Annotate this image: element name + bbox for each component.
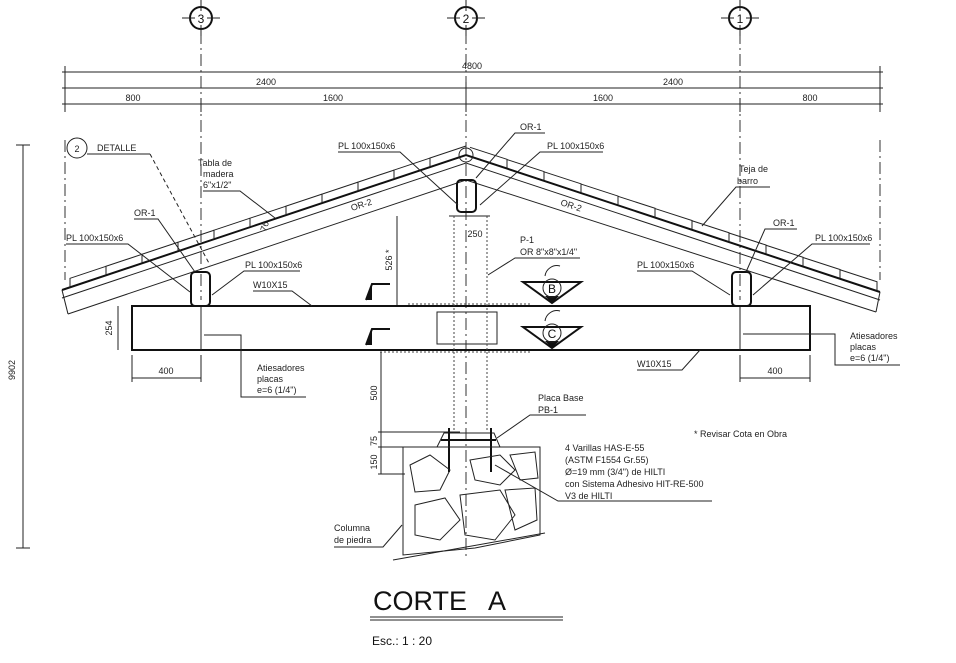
roof-tile	[839, 269, 878, 291]
svg-text:Atiesadores: Atiesadores	[257, 363, 305, 373]
svg-text:Esc.: 1 : 20: Esc.: 1 : 20	[372, 634, 432, 648]
svg-text:6"x1/2": 6"x1/2"	[203, 180, 231, 190]
svg-text:Placa Base: Placa Base	[538, 393, 584, 403]
svg-text:OR-1: OR-1	[134, 208, 156, 218]
svg-text:OR-1: OR-1	[773, 218, 795, 228]
svg-text:526 *: 526 *	[384, 249, 394, 271]
cut-markers	[365, 283, 390, 346]
svg-text:PB-1: PB-1	[538, 405, 558, 415]
svg-text:2400: 2400	[663, 77, 683, 87]
svg-text:250: 250	[467, 229, 482, 239]
roof-tile	[249, 205, 287, 228]
roof: OR-2 OR-2 76	[61, 145, 881, 315]
base-plate	[436, 428, 501, 472]
roof-tile	[765, 244, 804, 267]
svg-text:Atiesadores: Atiesadores	[850, 331, 898, 341]
svg-text:Columna: Columna	[334, 523, 370, 533]
svg-text:75: 75	[369, 436, 379, 446]
roof-tile	[357, 169, 395, 192]
roof-tile	[393, 157, 431, 180]
svg-text:P-1: P-1	[520, 235, 534, 245]
section-symbol-c: C	[519, 310, 585, 350]
svg-text:Ø=19 mm (3/4") de HILTI: Ø=19 mm (3/4") de HILTI	[565, 467, 665, 477]
svg-text:PL 100x150x6: PL 100x150x6	[338, 141, 395, 151]
or1-post-left	[190, 271, 211, 307]
svg-text:400: 400	[158, 366, 173, 376]
svg-text:2: 2	[74, 144, 79, 154]
svg-text:1600: 1600	[593, 93, 613, 103]
grid-bubble-1: 1	[721, 0, 759, 36]
svg-text:V3 de HILTI: V3 de HILTI	[565, 491, 612, 501]
beam-w10x15: 254 400 400	[104, 305, 811, 382]
svg-text:PL 100x150x6: PL 100x150x6	[245, 260, 302, 270]
grid-lines	[64, 32, 881, 560]
svg-text:PL 100x150x6: PL 100x150x6	[815, 233, 872, 243]
svg-text:placas: placas	[257, 374, 284, 384]
svg-text:1: 1	[737, 12, 744, 26]
svg-text:C: C	[548, 327, 557, 341]
svg-text:254: 254	[104, 320, 114, 335]
section-symbol-b: B	[519, 265, 585, 305]
svg-text:con Sistema Adhesivo HIT-RE-50: con Sistema Adhesivo HIT-RE-500	[565, 479, 704, 489]
svg-text:(ASTM F1554 Gr.55): (ASTM F1554 Gr.55)	[565, 455, 649, 465]
svg-text:76: 76	[258, 220, 271, 233]
svg-text:madera: madera	[203, 169, 234, 179]
svg-text:* Revisar Cota en Obra: * Revisar Cota en Obra	[694, 429, 787, 439]
roof-tile	[580, 183, 619, 206]
or1-post-right	[731, 271, 752, 307]
svg-text:W10X15: W10X15	[253, 280, 288, 290]
roof-tile	[285, 193, 323, 216]
roof-tile	[469, 146, 508, 169]
grid-bubble-2: 2	[447, 0, 485, 36]
svg-text:Teja de: Teja de	[739, 164, 768, 174]
svg-text:Tabla de: Tabla de	[198, 158, 232, 168]
svg-text:4 Varillas HAS-E-55: 4 Varillas HAS-E-55	[565, 443, 644, 453]
svg-text:CORTE A: CORTE A	[373, 586, 506, 616]
svg-text:400: 400	[767, 366, 782, 376]
dimension-chain: 4800 2400 2400 800 1600 1600 800 9902	[7, 61, 883, 549]
svg-text:PL 100x150x6: PL 100x150x6	[547, 141, 604, 151]
roof-tile	[105, 253, 143, 276]
svg-text:9902: 9902	[7, 360, 17, 380]
roof-tile	[654, 208, 693, 230]
roof-tile	[617, 195, 656, 218]
drawing-title: CORTE A Esc.: 1 : 20	[370, 586, 563, 648]
svg-text:150: 150	[369, 454, 379, 469]
svg-text:DETALLE: DETALLE	[97, 143, 136, 153]
roof-tile	[728, 232, 767, 255]
roof-tile	[802, 257, 841, 279]
svg-text:2: 2	[463, 12, 470, 26]
svg-text:OR-1: OR-1	[520, 122, 542, 132]
roof-tile	[691, 220, 730, 242]
roof-tile	[321, 181, 359, 204]
svg-text:3: 3	[198, 12, 205, 26]
roof-tile	[69, 265, 107, 288]
roof-tile	[543, 171, 582, 193]
roof-tile	[213, 217, 251, 240]
svg-text:1600: 1600	[323, 93, 343, 103]
grid-bubble-3: 3	[182, 0, 220, 36]
svg-text:OR 8"x8"x1/4": OR 8"x8"x1/4"	[520, 247, 577, 257]
svg-text:PL 100x150x6: PL 100x150x6	[66, 233, 123, 243]
svg-text:PL 100x150x6: PL 100x150x6	[637, 260, 694, 270]
svg-text:800: 800	[125, 93, 140, 103]
svg-text:placas: placas	[850, 342, 877, 352]
svg-text:4800: 4800	[462, 61, 482, 71]
svg-text:e=6 (1/4"): e=6 (1/4")	[850, 353, 889, 363]
svg-text:e=6 (1/4"): e=6 (1/4")	[257, 385, 296, 395]
svg-text:B: B	[548, 282, 556, 296]
svg-text:2400: 2400	[256, 77, 276, 87]
svg-text:800: 800	[802, 93, 817, 103]
svg-text:barro: barro	[737, 176, 758, 186]
annotations: 2 DETALLE Tabla de madera 6"x1/2" OR-1 P…	[66, 122, 900, 548]
svg-text:OR-2: OR-2	[350, 197, 374, 213]
roof-tile	[429, 145, 467, 168]
column-p1: 250 526 * 500 75 150	[369, 179, 530, 475]
svg-text:de piedra: de piedra	[334, 535, 372, 545]
stone-column	[392, 446, 546, 561]
svg-text:W10X15: W10X15	[637, 359, 672, 369]
roof-tile	[506, 159, 545, 181]
svg-text:500: 500	[369, 385, 379, 400]
